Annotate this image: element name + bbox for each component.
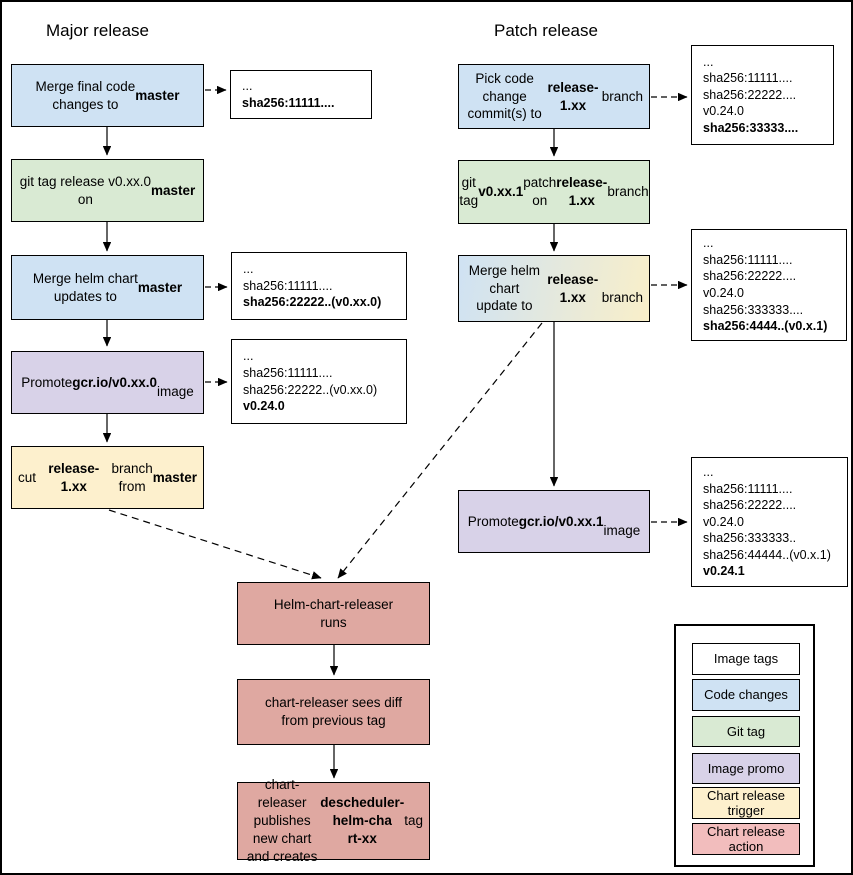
patch-release-title: Patch release <box>494 21 598 40</box>
legend: Image tags Code changes Git tag Image pr… <box>674 624 815 867</box>
node-major-merge-code: Merge final code changes to master <box>11 64 204 127</box>
node-patch-promote-image: Promote gcr.io/v0.xx.1 image <box>458 490 650 553</box>
node-major-promote-image: Promote gcr.io/v0.xx.0 image <box>11 351 204 414</box>
legend-item-image-promo: Image promo <box>692 753 800 784</box>
legend-item-code-changes: Code changes <box>692 679 800 711</box>
tagbox-major-2: ...sha256:11111....sha256:22222..(v0.xx.… <box>231 252 407 320</box>
node-major-merge-helm: Merge helm chart updates to master <box>11 255 204 320</box>
legend-item-image-tags: Image tags <box>692 643 800 675</box>
dashed-arrow-major-trigger <box>108 509 322 580</box>
node-major-git-tag: git tag release v0.xx.0 on master <box>11 159 204 222</box>
tagbox-major-3: ...sha256:11111....sha256:22222..(v0.xx.… <box>231 339 407 424</box>
tagbox-major-1: ...sha256:11111.... <box>230 70 372 119</box>
legend-item-chart-release-trigger: Chart release trigger <box>692 787 800 819</box>
tagbox-patch-2: ...sha256:11111....sha256:22222....v0.24… <box>691 229 847 341</box>
legend-item-git-tag: Git tag <box>692 716 800 747</box>
node-patch-pick-commits: Pick code change commit(s) to release-1.… <box>458 64 650 129</box>
node-releaser-sees-diff: chart-releaser sees diff from previous t… <box>237 679 430 745</box>
tagbox-patch-1: ...sha256:11111....sha256:22222....v0.24… <box>691 45 834 145</box>
tagbox-patch-3: ...sha256:11111....sha256:22222....v0.24… <box>691 457 848 587</box>
node-releaser-runs: Helm-chart-releaser runs <box>237 582 430 645</box>
node-patch-git-tag: git tag v0.xx.1 patch on release-1.xx br… <box>458 160 650 224</box>
node-major-cut-branch: cut release-1.xx branch from master <box>11 446 204 509</box>
node-releaser-publishes: chart-releaser publishes new chart and c… <box>237 777 430 864</box>
node-patch-merge-helm: Merge helm chart update to release-1.xx … <box>458 255 650 322</box>
legend-item-chart-release-action: Chart release action <box>692 823 800 855</box>
major-release-title: Major release <box>46 21 149 40</box>
